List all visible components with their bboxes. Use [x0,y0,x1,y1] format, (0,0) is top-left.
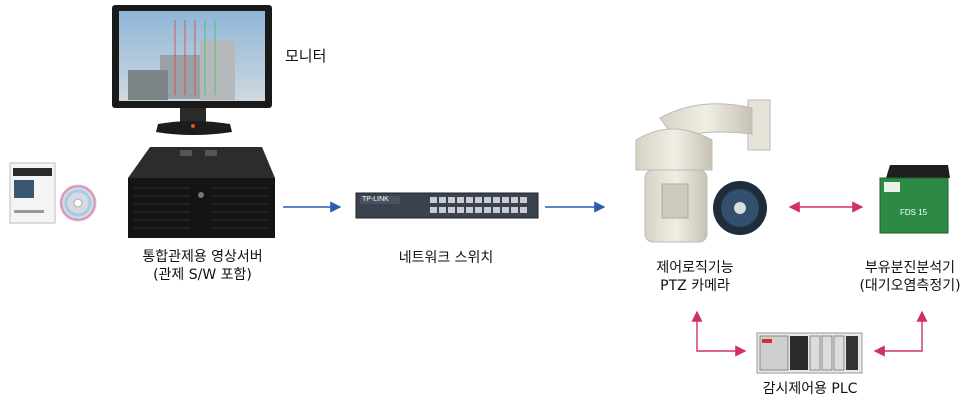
plc-image [756,332,863,374]
server-label: 통합관제용 영상서버 (관제 S/W 포함) [120,248,285,284]
ptz-camera-image [635,99,771,243]
arrow-camera-plc [691,310,747,357]
ptz-camera-label: 제어로직기능 PTZ 카메라 [625,259,765,295]
monitor-image [112,5,272,135]
software-package-image [9,162,97,224]
plc-label: 감시제어용 PLC [762,381,858,397]
monitor-label: 모니터 [285,47,327,65]
server-image [128,147,275,238]
arrow-analyzer-plc [873,310,928,357]
dust-analyzer-image [879,165,950,234]
analyzer-label-line1: 부유분진분석기 [864,260,956,276]
server-label-line1: 통합관제용 영상서버 [142,249,263,265]
analyzer-label: 부유분진분석기 (대기오염측정기) [845,259,975,295]
ptz-camera-label-line1: 제어로직기능 [656,260,734,276]
server-label-line2: (관제 S/W 포함) [153,267,252,283]
ptz-camera-label-line2: PTZ 카메라 [660,278,730,294]
switch-brand-label: TP-LINK [362,196,389,203]
analyzer-label-line2: (대기오염측정기) [859,278,961,294]
switch-image [355,192,539,219]
analyzer-model-label: FDS 15 [900,208,928,217]
switch-label: 네트워크 스위치 [398,250,494,266]
